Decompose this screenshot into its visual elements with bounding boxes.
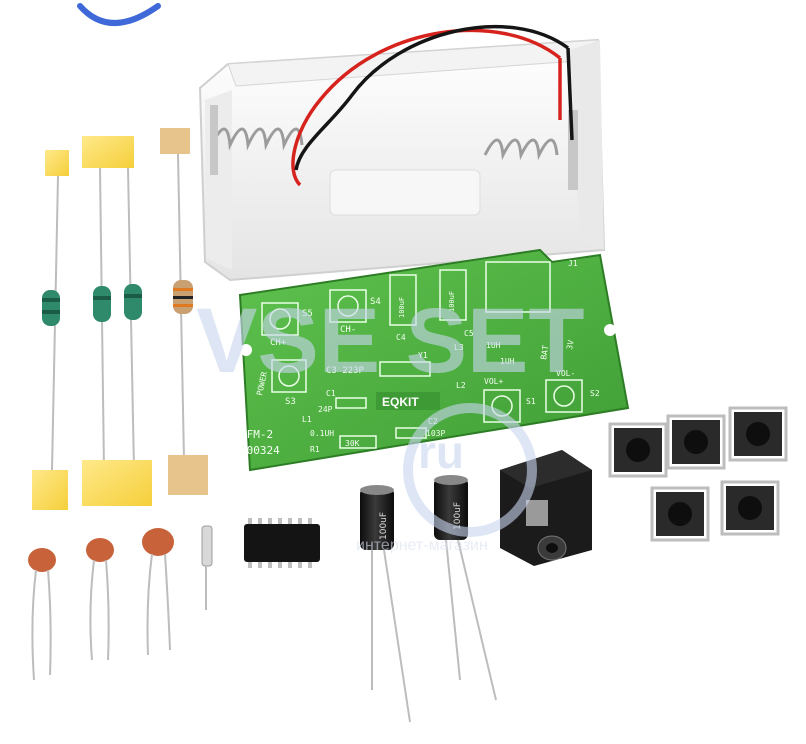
pcb-label-s1: S1 (526, 397, 536, 406)
pcb-label-c5-value: 100uF (448, 291, 456, 312)
pcb-label-s2: S2 (590, 389, 600, 398)
tactile-switch-5 (720, 480, 780, 536)
pcb-label-ch-plus: CH+ (270, 338, 287, 348)
pcb-label-l3-value: 1UH (486, 341, 501, 350)
ceramic-capacitor-2 (86, 538, 114, 661)
pcb-label-l2: L2 (456, 381, 466, 390)
battery-holder (198, 24, 606, 282)
electrolytic-capacitor-1: 100uF (360, 485, 411, 723)
wire-red (291, 28, 562, 187)
ic-chip (244, 518, 320, 568)
pcb-label-l1-value: 0.1UH (310, 429, 334, 438)
pcb-label-r1-value: 30K (345, 439, 360, 448)
pcb-label-j1: J1 (568, 259, 578, 268)
footprint-j1 (485, 261, 551, 313)
tactile-switch-1 (608, 422, 668, 478)
watermark-ring-text: ru (418, 426, 464, 478)
crystal-oscillator (201, 525, 213, 610)
battery-spring-left (210, 127, 304, 151)
pcb-label-c1: C1 (326, 389, 336, 398)
logo-arc (77, 3, 161, 26)
electrolytic-capacitor-2: 100uF (434, 475, 497, 701)
tactile-switch-2 (666, 414, 726, 470)
capacitor-1-label: 100uF (379, 512, 389, 540)
watermark-text: VSE SET (196, 290, 585, 392)
pcb-label-s4: S4 (370, 297, 381, 307)
tactile-switch-4 (650, 486, 710, 542)
pcb-brand: EQKIT (382, 395, 419, 409)
pcb-label-c4: C4 (396, 333, 406, 342)
axial-component-1 (32, 150, 69, 510)
resistor-30k (160, 128, 208, 495)
audio-jack (500, 450, 592, 566)
tactile-switch-3 (728, 406, 788, 462)
pcb-date: 200324 (240, 444, 280, 457)
footprint-c4-c5 (389, 269, 467, 326)
pcb-label-l1: L1 (302, 415, 312, 424)
battery-spring-right (483, 138, 559, 161)
footprint-s2 (545, 379, 583, 413)
pcb-label-l2-value: 1UH (500, 357, 515, 366)
capacitor-2-label: 100uF (453, 502, 463, 530)
ceramic-capacitor-3 (142, 528, 174, 656)
pcb-label-y1: Y1 (418, 351, 428, 360)
axial-component-2 (82, 136, 152, 506)
wire-black (294, 24, 570, 171)
footprint-s5 (261, 302, 299, 336)
pcb-label-c5: C5 (464, 329, 474, 338)
pcb-label-vol-minus: VOL- (556, 369, 575, 378)
pcb-label-l3: L3 (454, 343, 464, 352)
pcb-label-bat: BAT (539, 344, 550, 360)
pcb-label-c4-value: 100uF (398, 297, 406, 318)
pcb-label-s5: S5 (302, 309, 313, 319)
pcb-model: YFM-2 (240, 428, 273, 441)
pcb-label-vol-plus: VOL+ (484, 377, 503, 386)
pcb-label-c1-value: 24P (318, 405, 333, 414)
pcb-label-r1: R1 (310, 445, 320, 454)
pcb-board: S5 S4 CH+ CH- POWER S3 C3 223P C1 24P L1… (238, 248, 630, 472)
watermark-subtitle: интернет-магазин (356, 537, 488, 554)
watermark: VSE SET ru интернет-магазин (196, 290, 585, 554)
pcb-label-ch-minus: CH- (340, 325, 356, 335)
pcb-label-c2-value: 103P (426, 429, 445, 438)
pcb-label-3v: 3V (565, 339, 576, 350)
pcb-label-s3: S3 (285, 397, 296, 407)
ceramic-capacitor-1 (28, 548, 56, 681)
pcb-label-c3: C3 223P (326, 366, 365, 376)
footprint-s4 (329, 289, 367, 323)
footprint-s3 (271, 359, 307, 393)
